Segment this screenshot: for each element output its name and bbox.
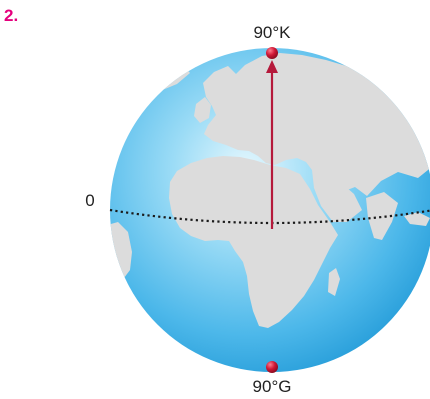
continent-arabia — [312, 169, 362, 222]
equator-label: 0 — [85, 191, 94, 210]
north-pole-marker — [266, 47, 278, 59]
continent-europe-asia — [203, 53, 430, 201]
continent-india — [366, 192, 398, 240]
south-pole-marker — [266, 361, 278, 373]
continents — [110, 53, 430, 328]
continent-africa — [169, 156, 338, 328]
continent-indonesia — [404, 212, 430, 226]
figure-number: 2. — [4, 6, 18, 25]
continent-british-isles — [194, 97, 211, 123]
south-pole-label: 90°G — [253, 377, 292, 396]
north-pole-label: 90°K — [253, 23, 291, 42]
axis-arrow-head — [266, 60, 278, 73]
continent-madagascar — [328, 268, 340, 296]
